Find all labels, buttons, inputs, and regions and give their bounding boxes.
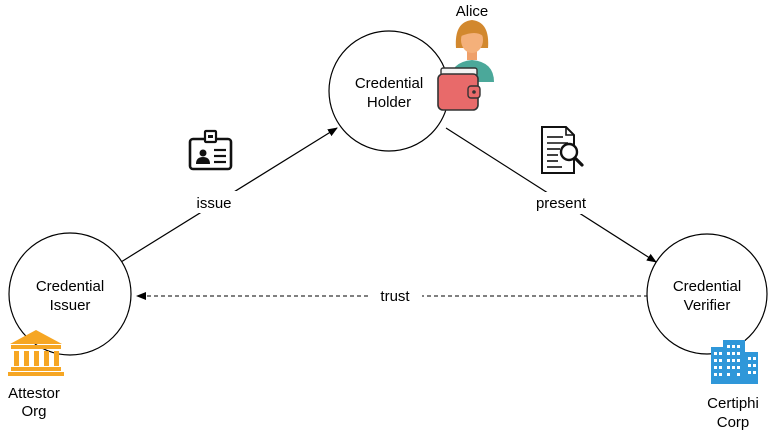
verifier-line1: Credential [673, 278, 741, 295]
document-search-icon [541, 126, 584, 174]
holder-actor-name: Alice [456, 3, 489, 20]
holder-line2: Holder [367, 94, 411, 111]
issuer-actor-name-line2: Org [21, 403, 46, 420]
credential-verifier-node: Credential Verifier [646, 233, 768, 355]
trust-label: trust [380, 288, 410, 305]
id-badge-icon [188, 129, 233, 171]
verifier-actor-name-line1: Certiphi [707, 395, 759, 412]
issue-label: issue [196, 195, 231, 212]
present-label: present [536, 195, 587, 212]
office-building-icon [711, 340, 758, 384]
verifier-actor-name-line2: Corp [717, 414, 750, 431]
credential-holder-node: Credential Holder [328, 30, 450, 152]
verifier-line2: Verifier [684, 297, 731, 314]
issuer-actor-name-line1: Attestor [8, 385, 60, 402]
holder-line1: Credential [355, 75, 423, 92]
wallet-icon [437, 67, 481, 111]
bank-building-icon [8, 330, 64, 376]
issuer-line2: Issuer [50, 297, 91, 314]
issuer-line1: Credential [36, 278, 104, 295]
credential-issuer-node: Credential Issuer [8, 232, 132, 356]
